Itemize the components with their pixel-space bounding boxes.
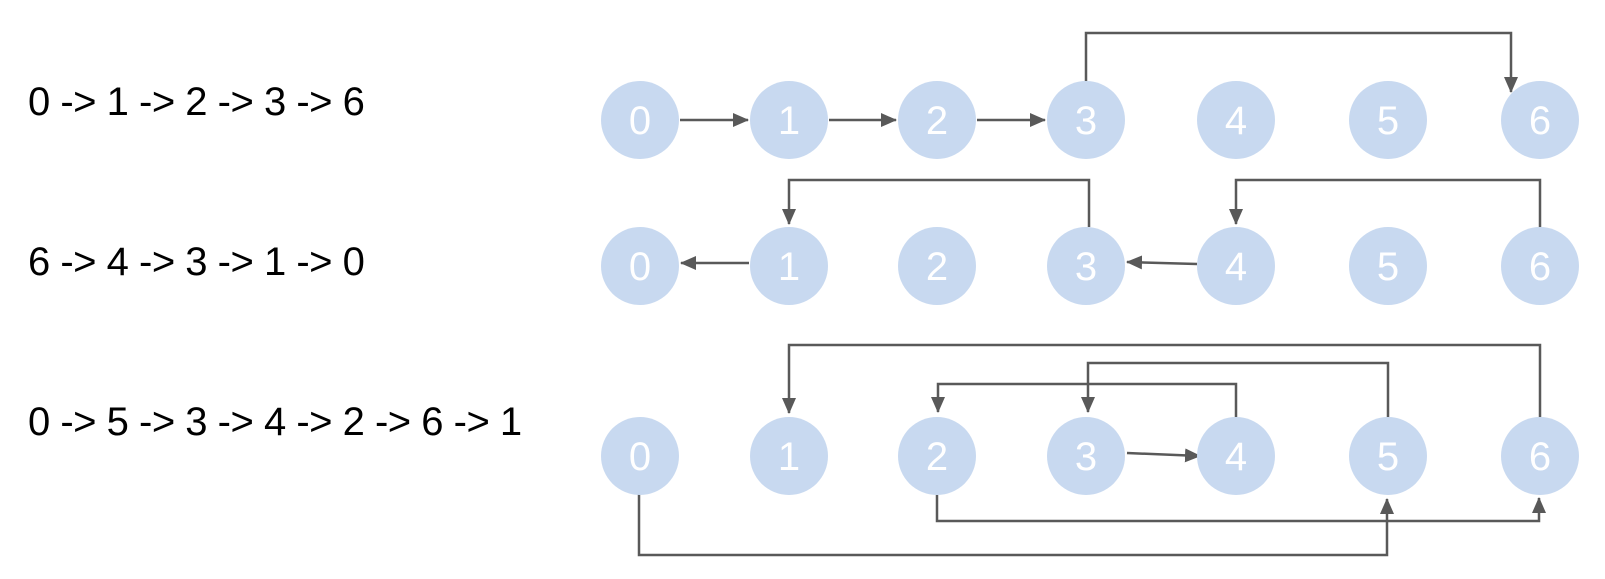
graph-node-6 [1501, 81, 1579, 159]
graph-node-2 [898, 81, 976, 159]
graph-node-1 [750, 81, 828, 159]
graph-node-4 [1197, 227, 1275, 305]
graph-node-value: 5 [1377, 245, 1399, 289]
graph-node-2 [898, 417, 976, 495]
graph-node-3 [1047, 81, 1125, 159]
edge-arrow-3-to-4 [1126, 448, 1201, 463]
graph-node-6 [1501, 227, 1579, 305]
graph-node-value: 0 [629, 245, 651, 289]
graph-node-value: 3 [1075, 245, 1097, 289]
graph-node-value: 2 [926, 245, 948, 289]
traversal-sequence-label-3: 0 -> 5 -> 3 -> 4 -> 2 -> 6 -> 1 [28, 400, 522, 444]
graph-node-6 [1501, 417, 1579, 495]
graph-node-value: 2 [926, 99, 948, 143]
graph-node-value: 1 [778, 245, 800, 289]
graph-node-3 [1047, 417, 1125, 495]
traversal-sequence-label-2: 6 -> 4 -> 3 -> 1 -> 0 [28, 240, 365, 284]
graph-node-0 [601, 227, 679, 305]
graph-node-value: 3 [1075, 435, 1097, 479]
edge-arrow-0-to-5 [637, 494, 1394, 557]
graph-node-value: 0 [629, 99, 651, 143]
traversal-row-graph-1: 0 1 2 3 4 5 6 [601, 31, 1579, 159]
graph-node-1 [750, 227, 828, 305]
graph-node-5 [1349, 417, 1427, 495]
edge-arrow-3-to-1 [782, 178, 1091, 227]
edge-arrow-6-to-1 [782, 343, 1542, 417]
edge-arrow-2-to-6 [935, 495, 1546, 523]
graph-node-value: 4 [1225, 99, 1247, 143]
edge-arrow-5-to-3 [1081, 361, 1390, 417]
graph-node-value: 1 [778, 99, 800, 143]
graph-node-4 [1197, 417, 1275, 495]
graph-node-0 [601, 417, 679, 495]
graph-node-value: 1 [778, 435, 800, 479]
edge-arrow-3-to-6 [1084, 31, 1518, 93]
graph-node-value: 2 [926, 435, 948, 479]
traversal-row-graph-3: 0 1 2 3 4 5 6 [601, 343, 1579, 557]
graph-node-5 [1349, 81, 1427, 159]
edge-arrow-4-to-2 [931, 382, 1238, 417]
graph-node-value: 3 [1075, 99, 1097, 143]
graph-node-4 [1197, 81, 1275, 159]
graph-node-0 [601, 81, 679, 159]
graph-node-value: 6 [1529, 435, 1551, 479]
traversal-sequence-label-1: 0 -> 1 -> 2 -> 3 -> 6 [28, 80, 365, 124]
graph-node-value: 5 [1377, 99, 1399, 143]
graph-node-value: 0 [629, 435, 651, 479]
edge-arrow-6-to-4 [1229, 178, 1542, 227]
graph-node-2 [898, 227, 976, 305]
graph-node-value: 4 [1225, 245, 1247, 289]
graph-node-1 [750, 417, 828, 495]
edge-arrow-4-to-3 [1126, 255, 1198, 270]
graph-node-value: 6 [1529, 245, 1551, 289]
graph-node-value: 4 [1225, 435, 1247, 479]
graph-node-value: 6 [1529, 99, 1551, 143]
graph-node-5 [1349, 227, 1427, 305]
traversal-row-graph-2: 0 1 2 3 4 5 6 [601, 178, 1579, 305]
graph-node-value: 5 [1377, 435, 1399, 479]
graph-node-3 [1047, 227, 1125, 305]
